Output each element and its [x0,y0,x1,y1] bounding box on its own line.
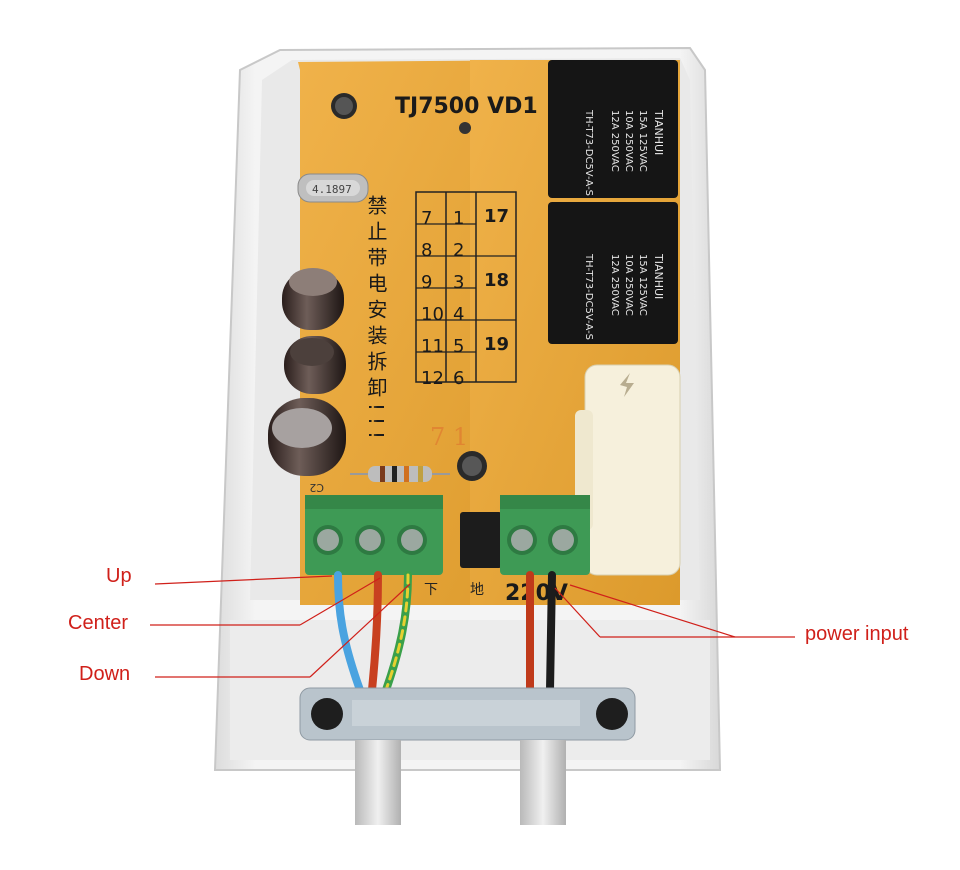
via-hole [459,122,471,134]
relay-label: 10A 250VAC [623,254,634,316]
capacitor-2 [284,336,346,394]
grid-number: 4 [453,304,464,325]
wires [334,571,556,694]
crystal-oscillator: 4.1897 [297,173,369,203]
terminal-block-2way [500,495,590,575]
cable-right [520,740,566,825]
relay-label: TIANHUI [652,109,665,155]
grid-number: 10 [421,304,444,325]
grid-number: 9 [421,272,432,293]
capacitor-3: C2 [268,398,346,494]
grid-number: 6 [453,368,464,389]
relay-label: 12A 250VAC [609,254,620,316]
down-char-label: 下 [424,582,438,598]
relay-label: TH-T73-DC5V-A-S [583,253,594,340]
grid-number: 5 [453,336,464,357]
cable-clamp [299,687,636,741]
label-power-input: power input [805,623,909,645]
cable-left [355,740,401,825]
ground-char-label: 地 [470,582,484,598]
grid-number: 11 [421,336,444,357]
grid-number: 8 [421,240,432,261]
board-model-text: TJ7500 VD1 [395,94,538,119]
relay-label: 12A 250VAC [609,110,620,172]
relay-top [548,60,678,198]
screw-middle [457,451,487,481]
label-down: Down [79,663,131,685]
grid-number: 2 [453,240,464,261]
fuse-holder [575,364,681,576]
voltage-label: 220V [505,581,568,606]
capacitor-1 [282,268,344,330]
connector-jack [460,512,502,568]
capacitor-label: C2 [309,481,324,494]
board-handwritten-mark: 7 1 [430,423,468,451]
relay-label: TIANHUI [652,253,665,299]
grid-number: 7 [421,208,432,229]
screw-top [331,93,357,119]
grid-number: 19 [484,334,509,355]
label-center: Center [68,612,129,634]
label-up: Up [106,565,132,587]
relay-label: 15A 125VAC [637,254,648,316]
resistor [350,466,450,482]
grid-number: 1 [453,208,464,229]
relay-label: TH-T73-DC5V-A-S [583,109,594,196]
grid-number: 12 [421,368,444,389]
callout-lines [150,575,795,678]
relay-bottom [548,202,678,344]
relay-label: 10A 250VAC [623,110,634,172]
number-grid [415,191,517,383]
crystal-label: 4.1897 [312,183,352,196]
chinese-warning-text: 禁止带电安装拆卸!!! [364,195,388,445]
grid-number: 18 [484,270,509,291]
terminal-block-3way [305,495,443,575]
grid-number: 17 [484,206,509,227]
relay-label: 15A 125VAC [637,110,648,172]
grid-number: 3 [453,272,464,293]
